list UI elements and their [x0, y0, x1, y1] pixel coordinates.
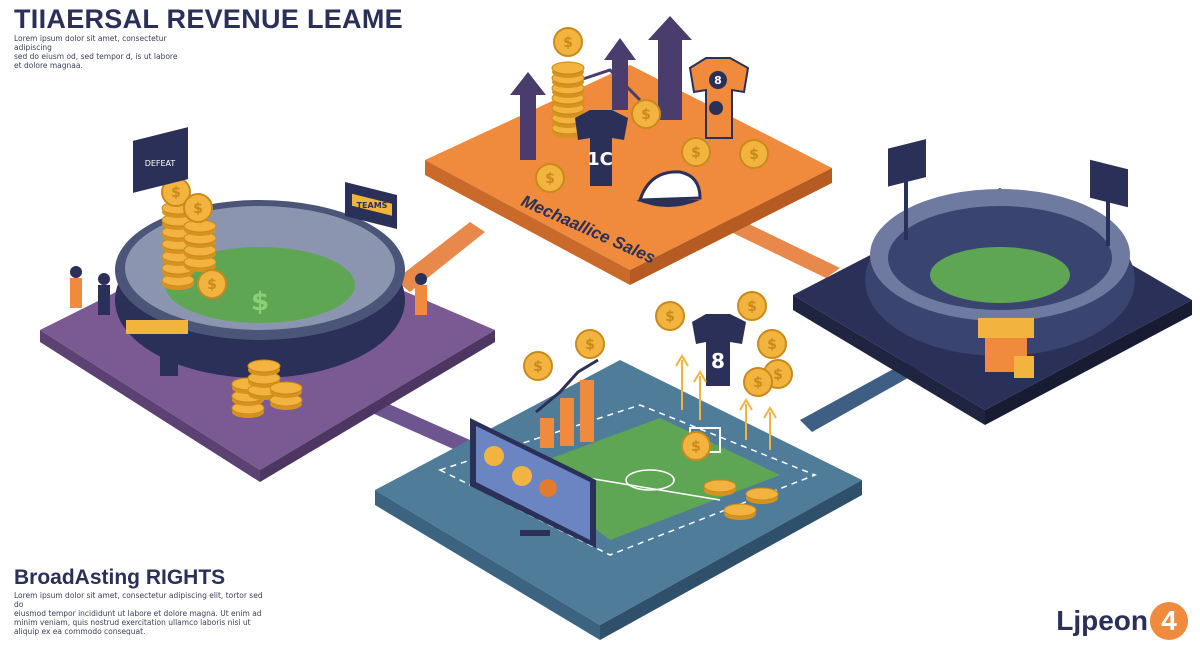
- brand-logo: Ljpeon 4: [1056, 602, 1188, 640]
- stadium-platform-left: $ DEFEAT TEAMS: [40, 127, 495, 482]
- header-blurb-line: Lorem ipsum dolor sit amet, consectetur …: [14, 34, 167, 52]
- jersey-number: 1C: [587, 149, 613, 170]
- cap-icon: [636, 170, 702, 207]
- stadium-platform-right: [793, 139, 1192, 425]
- broadcasting-platform: 8: [375, 291, 862, 640]
- section-blurb-line: aliquip ex ea commodo consequat.: [14, 627, 146, 636]
- header-blurb-line: et dolore magnaa.: [14, 61, 83, 70]
- header-description: Lorem ipsum dolor sit amet, consectetur …: [14, 34, 204, 70]
- left-sign-text: TEAMS: [357, 201, 388, 210]
- section-blurb-line: eiusmod tempor incididunt ut labore et d…: [14, 609, 262, 618]
- coin-stack: [161, 177, 227, 299]
- section-description: Lorem ipsum dolor sit amet, consectetur …: [14, 591, 264, 636]
- jersey-number: 8: [711, 349, 725, 373]
- section-blurb-line: Lorem ipsum dolor sit amet, consectetur …: [14, 591, 263, 609]
- section-title: BroadAsting RIGHTS: [14, 566, 226, 589]
- svg-text:$: $: [251, 287, 269, 317]
- brand-name: Ljpeon: [1056, 605, 1148, 636]
- jersey-icon: 1C: [575, 110, 628, 186]
- tv-monitor-icon: [470, 418, 596, 548]
- brand-badge: 4: [1150, 602, 1188, 640]
- jersey-badge: 8: [714, 74, 722, 87]
- left-scoreboard-text: DEFEAT: [145, 159, 176, 168]
- page-title: TIIAERSAL REVENUE LEAME: [14, 4, 403, 34]
- jersey-icon: 8: [688, 57, 750, 139]
- jersey-icon: 8: [692, 314, 746, 386]
- header-blurb-line: sed do eiusm od, sed tempor d, is ut lab…: [14, 52, 178, 61]
- section-blurb-line: minim veniam, quis nostrud exercitation …: [14, 618, 251, 627]
- merchandise-platform: Mechaallice Sales 1C 8: [425, 16, 832, 285]
